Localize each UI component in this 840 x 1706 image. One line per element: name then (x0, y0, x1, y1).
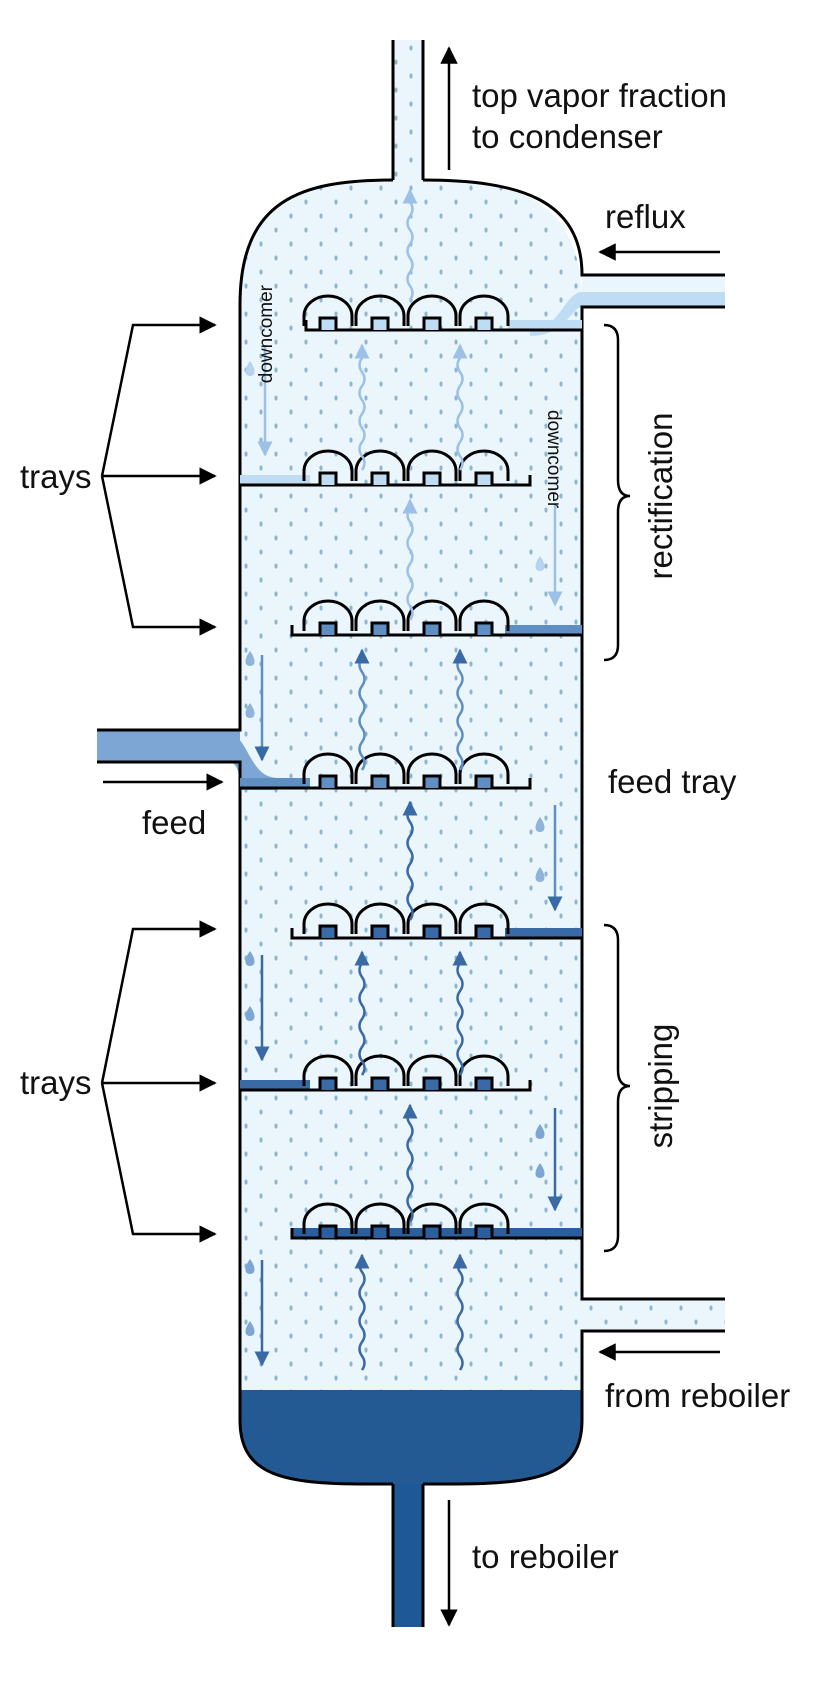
vapor-arrow (354, 343, 370, 471)
vapor-arrow (402, 1103, 418, 1223)
vapor-arrow (402, 800, 418, 921)
downcomer-label-right: downcomer (543, 410, 564, 509)
liquid-drop (245, 1259, 255, 1274)
external-arrows (103, 46, 720, 1627)
feed-label: feed (142, 804, 206, 841)
vapor-arrow (452, 1253, 468, 1371)
liquid-drop (245, 951, 255, 966)
bubble-cap (458, 1202, 510, 1238)
bubble-cap (406, 752, 458, 788)
vapor-arrow (354, 950, 370, 1076)
vapor-arrow (402, 498, 418, 621)
bubble-cap (458, 294, 510, 330)
lower-trays-label: trays (20, 1064, 92, 1101)
bubble-cap (354, 752, 406, 788)
bubble-caps (302, 294, 510, 1238)
vapor-flow-arrows (354, 188, 468, 1371)
bubble-cap (406, 294, 458, 330)
liquid-drop (535, 817, 545, 832)
bubble-cap (354, 599, 406, 635)
column-outline (97, 178, 725, 1486)
upper-trays-pointer (100, 316, 217, 636)
liquid-drop (245, 1006, 255, 1021)
bubble-cap (406, 449, 458, 485)
reflux-label: reflux (605, 198, 686, 235)
liquid-drop (245, 1321, 255, 1336)
bubble-cap (302, 752, 354, 788)
rectification-label: rectification (642, 413, 679, 580)
from-reboiler-label: from reboiler (605, 1377, 790, 1414)
bubble-cap (458, 902, 510, 938)
feed-tray-label: feed tray (608, 763, 737, 800)
bubble-cap (406, 599, 458, 635)
top-vapor-pipe (391, 40, 425, 182)
bubble-cap (406, 902, 458, 938)
bubble-cap (302, 449, 354, 485)
bottom-outlet-pipe (391, 1470, 425, 1627)
downcomer-label-left: downcomer (256, 284, 277, 383)
bubble-cap (406, 1054, 458, 1090)
vapor-arrow (452, 648, 468, 771)
top-vapor-label-line2: to condenser (472, 118, 663, 155)
vapor-arrow (452, 950, 468, 1076)
vapor-arrow (354, 648, 370, 771)
bubble-cap (406, 1202, 458, 1238)
vapor-arrow (402, 188, 418, 301)
bubble-cap (354, 294, 406, 330)
vapor-arrow (452, 343, 468, 471)
reflux-pipe (530, 275, 725, 336)
upper-trays-label: trays (20, 458, 92, 495)
liquid-drop (535, 867, 545, 882)
liquid-drop (245, 651, 255, 666)
stripping-brace (603, 923, 631, 1253)
lower-trays-pointer (100, 920, 217, 1243)
bubble-cap (458, 599, 510, 635)
bubble-cap (302, 599, 354, 635)
bubble-cap (354, 1054, 406, 1090)
rectification-brace (603, 323, 631, 662)
feed-pipe (97, 730, 278, 790)
bubble-cap (354, 1202, 406, 1238)
liquid-drop (535, 1124, 545, 1139)
bubble-cap (302, 1054, 354, 1090)
bubble-cap (302, 1202, 354, 1238)
liquid-downflow-arrows (245, 345, 563, 1367)
to-reboiler-label: to reboiler (472, 1538, 619, 1575)
liquid-drop (245, 361, 255, 376)
bubble-cap (302, 294, 354, 330)
bubble-cap (354, 902, 406, 938)
reboiler-return-pipe (582, 1299, 725, 1331)
liquid-drop (535, 1163, 545, 1178)
vapor-arrow (354, 1253, 370, 1371)
liquid-drop (535, 556, 545, 571)
stripping-label: stripping (642, 1024, 679, 1149)
top-vapor-label-line1: top vapor fraction (472, 77, 727, 114)
bubble-cap (302, 902, 354, 938)
bubble-cap (354, 449, 406, 485)
liquid-drop (245, 703, 255, 718)
